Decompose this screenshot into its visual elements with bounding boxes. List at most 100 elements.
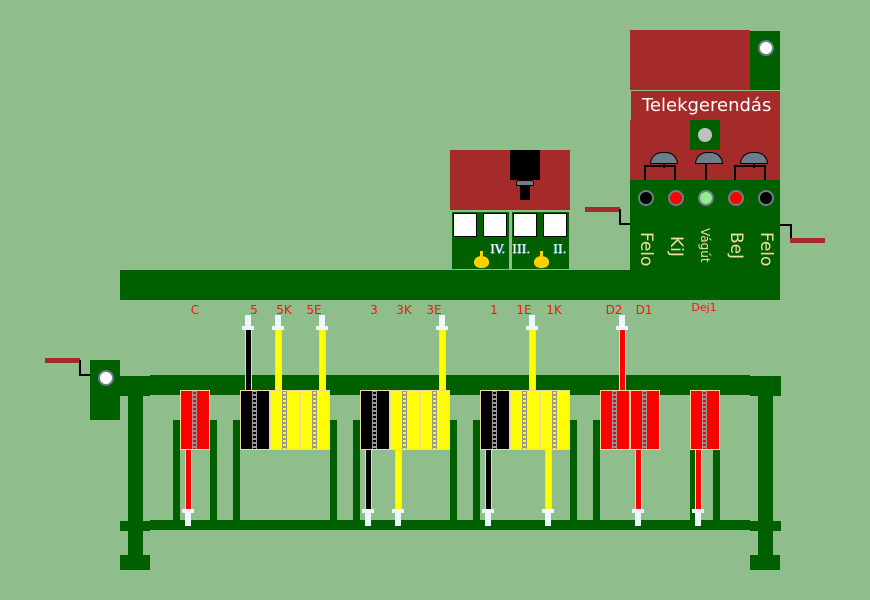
lever-block[interactable] [630, 390, 660, 450]
wire [644, 165, 646, 182]
frame-bottom-rail [750, 521, 781, 531]
lever-handle-stem [319, 315, 325, 326]
lever-handle[interactable] [436, 315, 448, 330]
lever-handle[interactable] [542, 509, 554, 526]
lever-label: C [190, 303, 200, 317]
lever-rod[interactable] [635, 450, 642, 510]
lever-label: 5K [276, 303, 292, 317]
wire-left-frame [45, 358, 80, 363]
lever-block[interactable] [510, 390, 540, 450]
bell-icon[interactable] [474, 251, 489, 268]
frame-post [690, 420, 697, 520]
lever-handle[interactable] [182, 509, 194, 526]
frame-key-box [90, 360, 120, 420]
lever-rod[interactable] [319, 330, 326, 390]
lever-rod[interactable] [395, 450, 402, 510]
lever-handle[interactable] [242, 315, 254, 330]
lever-block[interactable] [180, 390, 210, 450]
frame-post [330, 420, 337, 520]
lever-label: 3K [396, 303, 412, 317]
lever-block[interactable] [390, 390, 420, 450]
lever-handle-stem [185, 513, 191, 526]
lever-rod[interactable] [275, 330, 282, 390]
bell-icon[interactable] [534, 251, 549, 268]
lever-handle[interactable] [316, 315, 328, 330]
window[interactable] [483, 213, 507, 237]
frame-bottom-rail [120, 521, 150, 531]
track-label-iv: IV. [490, 242, 506, 256]
lever-handle-base [362, 509, 374, 513]
lever-block[interactable] [300, 390, 330, 450]
lever-handle[interactable] [362, 509, 374, 526]
label-felo-left: Felo [636, 232, 656, 267]
lever-label: 1 [490, 303, 498, 317]
frame-key-button[interactable] [98, 370, 114, 386]
lever-rod[interactable] [245, 330, 252, 390]
lever-handle-stem [245, 315, 251, 326]
lamp-bej-icon [728, 190, 744, 206]
lever-handle-base [616, 326, 628, 330]
lever-handle[interactable] [272, 315, 284, 330]
lever-handle-stem [365, 513, 371, 526]
lever-handle-stem [635, 513, 641, 526]
chain-icon [282, 391, 287, 449]
lever-block[interactable] [480, 390, 510, 450]
wire [734, 165, 736, 182]
wire [644, 165, 676, 167]
wire-right [790, 238, 825, 243]
lever-handle-stem [485, 513, 491, 526]
frame-left-leg [128, 395, 143, 555]
wire [674, 165, 676, 182]
frame-bottom-rail [150, 520, 750, 530]
lever-handle[interactable] [632, 509, 644, 526]
lever-handle-base [632, 509, 644, 513]
lever-rod[interactable] [365, 450, 372, 510]
lever-handle-base [542, 509, 554, 513]
lever-rod[interactable] [545, 450, 552, 510]
lever-rod[interactable] [185, 450, 192, 510]
lever-rod[interactable] [529, 330, 536, 390]
lever-handle[interactable] [616, 315, 628, 330]
window[interactable] [543, 213, 567, 237]
frame-post [210, 420, 217, 520]
lever-block[interactable] [270, 390, 300, 450]
lever-block[interactable] [240, 390, 270, 450]
lever-handle-stem [695, 513, 701, 526]
wire [705, 163, 707, 182]
window[interactable] [453, 213, 477, 237]
lever-rod[interactable] [619, 330, 626, 390]
lever-block[interactable] [600, 390, 630, 450]
track-label-ii: II. [553, 242, 567, 256]
frame-post [173, 420, 180, 520]
lever-handle[interactable] [482, 509, 494, 526]
lever-rod[interactable] [695, 450, 702, 510]
lever-handle[interactable] [692, 509, 704, 526]
window[interactable] [513, 213, 537, 237]
telekgerendas-key-button[interactable] [758, 40, 774, 56]
wire-left [619, 223, 630, 225]
lever-block[interactable] [360, 390, 390, 450]
frame-post [233, 420, 240, 520]
chain-icon [252, 391, 257, 449]
lever-rod[interactable] [485, 450, 492, 510]
lever-block[interactable] [540, 390, 570, 450]
frame-post [450, 420, 457, 520]
lever-handle-stem [545, 513, 551, 526]
lamp-felo-icon [638, 190, 654, 206]
chain-icon [312, 391, 317, 449]
telekgerendas-gray-button[interactable] [698, 128, 712, 142]
wire-left [585, 207, 620, 212]
lever-block[interactable] [420, 390, 450, 450]
lever-rod[interactable] [439, 330, 446, 390]
wire-left [619, 209, 621, 224]
wire-left-frame [79, 374, 90, 376]
lever-block[interactable] [690, 390, 720, 450]
lever-handle[interactable] [526, 315, 538, 330]
wire-right [780, 224, 791, 226]
lever-handle[interactable] [392, 509, 404, 526]
lever-handle-base [482, 509, 494, 513]
label-vagut: Vágút [698, 228, 712, 263]
lever-handle-stem [529, 315, 535, 326]
wire [734, 165, 766, 167]
lamp-felo2-icon [758, 190, 774, 206]
